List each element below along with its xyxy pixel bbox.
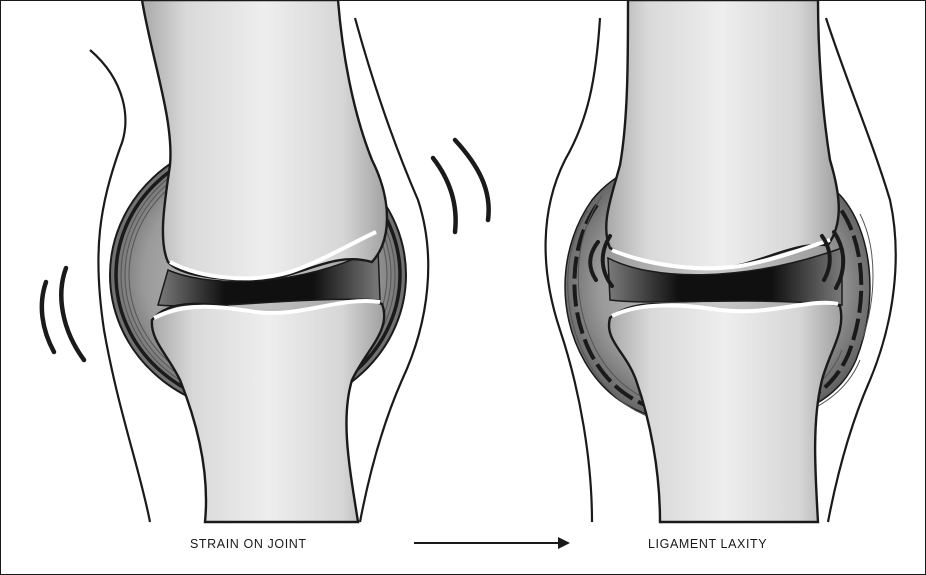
left-lower-bone [152,301,384,522]
caption-ligament-laxity: LIGAMENT LAXITY [648,537,767,551]
caption-strain-on-joint: STRAIN ON JOINT [190,537,307,551]
left-upper-bone [142,0,387,280]
right-joint [546,0,896,522]
left-joint [42,0,489,522]
right-upper-bone [606,0,839,268]
right-arrow-icon [412,536,572,550]
